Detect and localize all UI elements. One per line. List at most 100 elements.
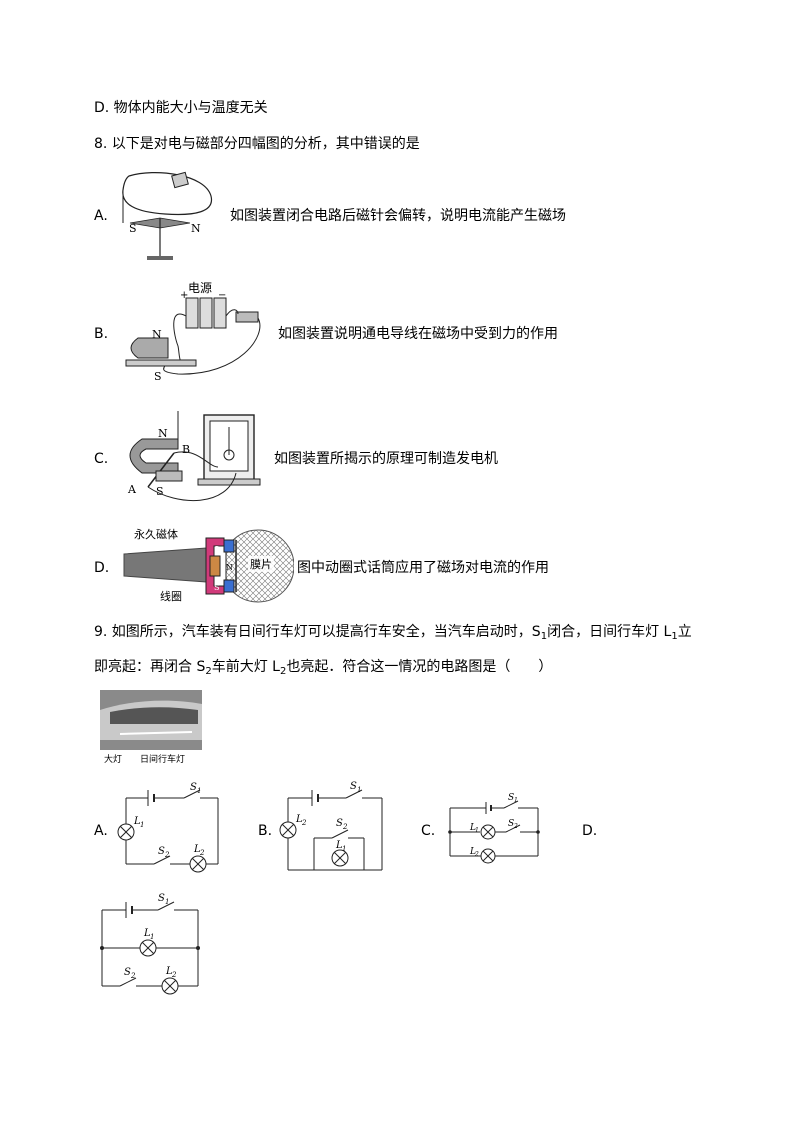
q9-line2-sub-l2: 2 bbox=[279, 666, 287, 677]
q8-option-a-text: 如图装置闭合电路后磁针会偏转，说明电流能产生磁场 bbox=[230, 208, 566, 224]
q9-line1-sub-s1: 1 bbox=[540, 631, 548, 642]
cb-s2-sub: 2 bbox=[342, 823, 348, 831]
cc-s1: S bbox=[508, 793, 514, 803]
cd-l2: L bbox=[165, 966, 173, 977]
cc-s2: S bbox=[508, 819, 514, 829]
switch-s1-icon bbox=[157, 901, 175, 911]
ca-s1-sub: 1 bbox=[197, 787, 201, 795]
q9-line2-c: 车前大灯 L bbox=[211, 659, 280, 675]
fig-d-s-bottom: S bbox=[214, 583, 219, 592]
cb-s1-sub: 1 bbox=[357, 786, 361, 794]
horseshoe-magnet-icon bbox=[125, 337, 197, 367]
cd-s1-sub: 1 bbox=[165, 898, 169, 906]
photo-caption-daytime-light: 日间行车灯 bbox=[140, 753, 185, 765]
fig-b-plus: + bbox=[180, 290, 188, 301]
q9-option-d-label: D. bbox=[582, 823, 598, 839]
q9-line1-a: 9. 如图所示，汽车装有日间行车灯可以提高行车安全，当汽车启动时，S bbox=[94, 624, 541, 640]
cb-s1: S bbox=[350, 781, 357, 792]
q9-line1-e: 立 bbox=[677, 624, 692, 640]
q8-option-b-label: B. bbox=[94, 326, 109, 342]
q8-option-c-label: C. bbox=[94, 451, 109, 467]
ca-s1: S bbox=[190, 782, 197, 793]
coil-icon bbox=[209, 555, 221, 577]
q8-option-c-text: 如图装置所揭示的原理可制造发电机 bbox=[274, 451, 498, 467]
fig-b-minus: − bbox=[218, 290, 226, 301]
q8-figure-c: N B A S bbox=[127, 411, 261, 502]
ca-l2-sub: 2 bbox=[199, 849, 205, 857]
cd-l1-sub: 1 bbox=[150, 933, 154, 941]
ca-l2: L bbox=[193, 844, 201, 855]
q9-line1-c: 闭合，日间行车灯 L bbox=[547, 624, 672, 640]
cb-s2: S bbox=[336, 818, 343, 829]
cd-s2-sub: 2 bbox=[130, 972, 136, 980]
switch-s1-icon bbox=[503, 800, 519, 809]
q9-line2-e: 也亮起．符合这一情况的电路图是（ ） bbox=[286, 659, 553, 675]
fig-b-n: N bbox=[152, 328, 162, 341]
fig-d-magnet: 永久磁体 bbox=[134, 527, 178, 541]
cc-l2-sub: 2 bbox=[474, 851, 479, 858]
switch-s2-icon bbox=[119, 977, 137, 987]
q8-figure-b: 电源 + − N S bbox=[125, 281, 261, 382]
galvanometer-icon bbox=[197, 414, 261, 486]
ca-s2: S bbox=[158, 846, 165, 857]
q8-figure-d: 永久磁体 线圈 S N S 膜片 bbox=[123, 527, 294, 603]
fig-d-coil: 线圈 bbox=[160, 589, 182, 603]
cb-l2-sub: 2 bbox=[301, 819, 307, 827]
fig-a-s: S bbox=[129, 222, 137, 235]
q8-option-d-text: 图中动圈式话筒应用了磁场对电流的作用 bbox=[297, 560, 549, 576]
cc-l1: L bbox=[469, 823, 476, 833]
cd-s2: S bbox=[124, 967, 131, 978]
cd-l1: L bbox=[143, 928, 151, 939]
q8-option-a-label: A. bbox=[94, 208, 108, 224]
q9-line2-sub-s2: 2 bbox=[205, 666, 212, 677]
ca-s2-sub: 2 bbox=[164, 851, 170, 859]
q9-stem-line1: 9. 如图所示，汽车装有日间行车灯可以提高行车安全，当汽车启动时，S1闭合，日间… bbox=[94, 622, 692, 647]
q7-option-d: D. 物体内能大小与温度无关 bbox=[94, 100, 268, 116]
q8-figure-a: S N bbox=[122, 171, 213, 260]
q9-stem-line2: 即亮起：再闭合 S2车前大灯 L2也亮起．符合这一情况的电路图是（ ） bbox=[94, 657, 552, 682]
fig-d-membrane: 膜片 bbox=[250, 558, 272, 571]
q9-option-b-label: B. bbox=[258, 823, 273, 839]
switch-icon bbox=[235, 311, 259, 323]
cc-s1-sub: 1 bbox=[514, 797, 518, 804]
fig-b-power: 电源 bbox=[188, 281, 212, 295]
q9-option-a-label: A. bbox=[94, 823, 108, 839]
switch-s1-icon bbox=[183, 789, 201, 799]
q8-option-b-text: 如图装置说明通电导线在磁场中受到力的作用 bbox=[278, 326, 558, 342]
fig-a-n: N bbox=[191, 222, 201, 235]
switch-s2-icon bbox=[153, 855, 171, 865]
switch-s2-icon bbox=[505, 824, 521, 833]
fig-d-n: N bbox=[226, 563, 233, 572]
cd-s1: S bbox=[158, 893, 165, 904]
cb-l1-sub: 1 bbox=[342, 845, 346, 853]
q8-option-d-label: D. bbox=[94, 560, 110, 576]
switch-s1-icon bbox=[345, 789, 363, 799]
fig-c-a: A bbox=[127, 483, 137, 496]
battery-icon bbox=[185, 297, 227, 329]
cd-l2-sub: 2 bbox=[171, 971, 177, 979]
fig-c-n: N bbox=[158, 427, 168, 440]
cc-s2-sub: 2 bbox=[513, 823, 518, 830]
cb-l1: L bbox=[335, 840, 343, 851]
fig-c-s: S bbox=[156, 485, 164, 498]
cc-l2: L bbox=[469, 847, 476, 857]
switch-s2-icon bbox=[331, 829, 349, 839]
ca-l1: L bbox=[133, 816, 141, 827]
q9-line1-sub-l1: 1 bbox=[671, 631, 678, 642]
fig-b-s: S bbox=[154, 370, 162, 382]
photo-caption-headlight: 大灯 bbox=[104, 753, 122, 765]
q9-option-c-label: C. bbox=[421, 823, 436, 839]
fig-d-s-top: S bbox=[214, 545, 219, 554]
car-photo: 大灯 日间行车灯 bbox=[100, 690, 202, 766]
fig-c-b: B bbox=[182, 443, 190, 456]
ca-l1-sub: 1 bbox=[140, 821, 144, 829]
switch-icon bbox=[171, 171, 189, 189]
cb-l2: L bbox=[295, 814, 303, 825]
q8-stem: 8. 以下是对电与磁部分四幅图的分析，其中错误的是 bbox=[94, 136, 420, 152]
cc-l1-sub: 1 bbox=[475, 827, 479, 834]
q9-line2-a: 即亮起：再闭合 S bbox=[94, 659, 206, 675]
